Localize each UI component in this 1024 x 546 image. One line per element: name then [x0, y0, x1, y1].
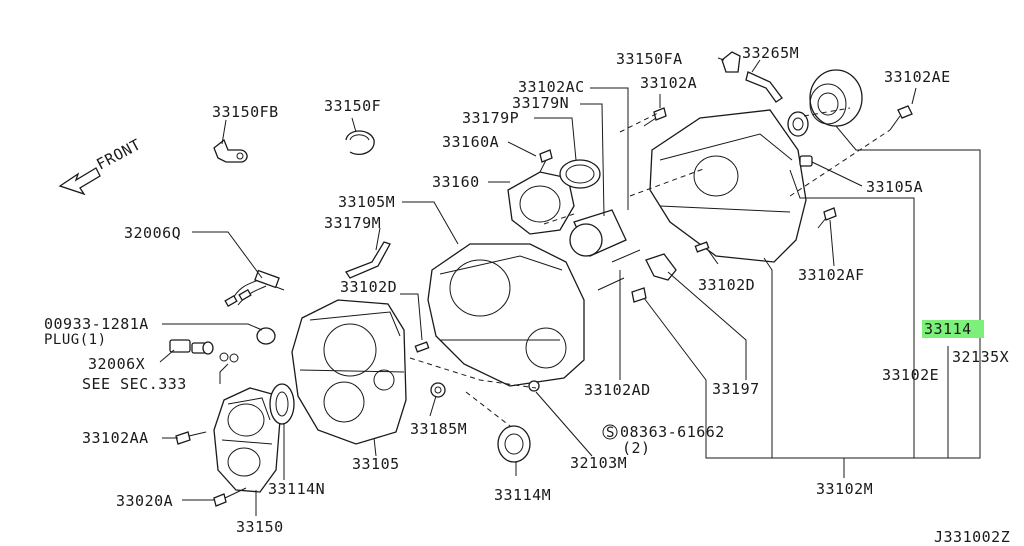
- pin-33102d-2-part[interactable]: [694, 241, 710, 253]
- label-33102ae[interactable]: 33102AE: [884, 68, 951, 86]
- part-32103m[interactable]: [528, 380, 540, 392]
- label-33105a[interactable]: 33105A: [866, 178, 923, 196]
- label-33150f[interactable]: 33150F: [324, 97, 381, 115]
- front-case-33105-part[interactable]: [291, 299, 407, 445]
- label-33160a[interactable]: 33160A: [442, 133, 499, 151]
- label-33179m[interactable]: 33179M: [324, 214, 381, 232]
- leader-lines: [159, 57, 981, 516]
- bracket-33197-part[interactable]: [645, 253, 677, 281]
- label-33160[interactable]: 33160: [432, 173, 480, 191]
- bearing-part[interactable]: [809, 69, 863, 127]
- label-00933-1281a[interactable]: 00933-1281A: [44, 315, 149, 333]
- retainer-33160-part[interactable]: [507, 171, 575, 235]
- label-33150fa[interactable]: 33150FA: [616, 50, 683, 68]
- label-32103m[interactable]: 32103M: [570, 454, 627, 472]
- pin-33102d-part[interactable]: [414, 341, 430, 353]
- label-33179n[interactable]: 33179N: [512, 94, 569, 112]
- label-33179p[interactable]: 33179P: [462, 109, 519, 127]
- bracket-33265m-part[interactable]: [745, 71, 783, 103]
- s-symbol-icon: [602, 424, 618, 440]
- label-33265m[interactable]: 33265M: [742, 44, 799, 62]
- sleeve-33179n-part[interactable]: [569, 209, 627, 257]
- front-label: FRONT: [93, 135, 144, 173]
- bolt-33102aa-part[interactable]: [175, 431, 207, 445]
- snap-ring-33150f-part[interactable]: [345, 130, 375, 155]
- label-33102m[interactable]: 33102M: [816, 480, 873, 498]
- label-33114m[interactable]: 33114M: [494, 486, 551, 504]
- label-08363-qty: (2): [622, 439, 651, 457]
- label-see-sec-333[interactable]: SEE SEC.333: [82, 375, 187, 393]
- label-32006x[interactable]: 32006X: [88, 355, 145, 373]
- plug-33105a-part[interactable]: [799, 155, 813, 167]
- label-33114[interactable]: 33114: [924, 320, 972, 338]
- seal-33114m-part[interactable]: [497, 425, 531, 463]
- label-33150[interactable]: 33150: [236, 518, 284, 536]
- clip-33150fb-part[interactable]: [213, 138, 248, 163]
- label-32006q[interactable]: 32006Q: [124, 224, 181, 242]
- label-plug: PLUG(1): [44, 332, 107, 348]
- label-33102e[interactable]: 33102E: [882, 366, 939, 384]
- drawing-code: J331002Z: [934, 528, 1010, 546]
- ring-33179p-part[interactable]: [559, 159, 601, 189]
- label-33105m[interactable]: 33105M: [338, 193, 395, 211]
- bolt-33160a-part[interactable]: [539, 149, 553, 173]
- center-case-33105m-part[interactable]: [427, 243, 585, 387]
- bolts-33102ad-part[interactable]: [597, 249, 647, 303]
- bolt-33102af-part[interactable]: [817, 207, 837, 229]
- bolt-33020a-part[interactable]: [213, 487, 247, 507]
- part-labels: 33150FB 33150F 32006Q 00933-1281A PLUG(1…: [44, 44, 1010, 546]
- bolt-33102a-part[interactable]: [643, 107, 667, 127]
- label-33185m[interactable]: 33185M: [410, 420, 467, 438]
- label-33102a[interactable]: 33102A: [640, 74, 697, 92]
- rear-cover-33150-part[interactable]: [213, 387, 281, 493]
- label-33102aa[interactable]: 33102AA: [82, 429, 149, 447]
- part-33185m[interactable]: [430, 382, 446, 398]
- plug-part[interactable]: [256, 327, 276, 345]
- label-33102d[interactable]: 33102D: [340, 278, 397, 296]
- s-symbol-letter: S: [606, 425, 615, 441]
- label-33102ad[interactable]: 33102AD: [584, 381, 651, 399]
- label-33020a[interactable]: 33020A: [116, 492, 173, 510]
- label-33102ac[interactable]: 33102AC: [518, 78, 585, 96]
- label-33114n[interactable]: 33114N: [268, 480, 325, 498]
- part-highlight: [922, 320, 984, 338]
- alignment-lines: [409, 107, 891, 427]
- label-33150fb[interactable]: 33150FB: [212, 103, 279, 121]
- clip-33150fa-part[interactable]: [721, 51, 741, 73]
- label-33105[interactable]: 33105: [352, 455, 400, 473]
- seal-small-part[interactable]: [787, 111, 809, 137]
- seal-33114n-part[interactable]: [269, 383, 295, 425]
- sensor-32006q-part[interactable]: [224, 269, 285, 307]
- label-33197[interactable]: 33197: [712, 380, 760, 398]
- bolt-33102ae-part[interactable]: [889, 105, 913, 131]
- switch-32006x-part[interactable]: [169, 339, 239, 363]
- label-32135x[interactable]: 32135X: [952, 348, 1009, 366]
- label-33102af[interactable]: 33102AF: [798, 266, 865, 284]
- fork-33179m-part[interactable]: [345, 241, 391, 279]
- label-33102d-2[interactable]: 33102D: [698, 276, 755, 294]
- label-08363-61662[interactable]: 08363-61662: [620, 423, 725, 441]
- rear-case-part[interactable]: [649, 109, 807, 263]
- front-arrow-icon: [58, 167, 101, 196]
